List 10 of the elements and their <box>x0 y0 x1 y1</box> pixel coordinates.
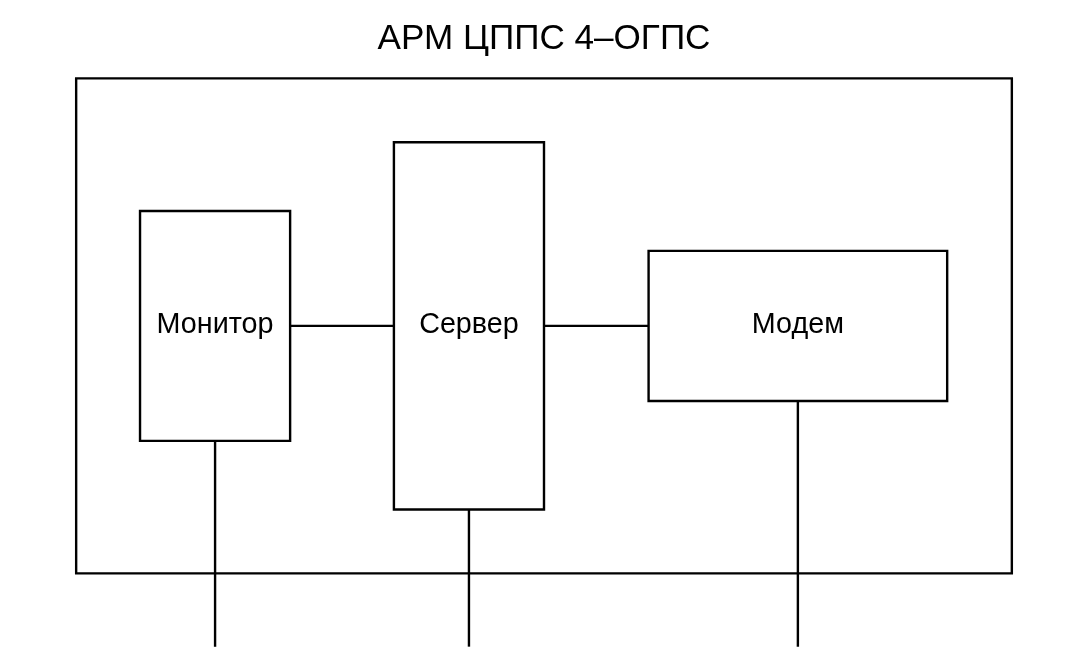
connector <box>213 441 217 647</box>
connector <box>290 324 394 328</box>
diagram-title: АРМ ЦППС 4–ОГПС <box>377 17 711 57</box>
node-box: Монитор <box>138 209 292 443</box>
node-box: Модем <box>647 249 949 403</box>
cluster <box>74 77 1014 575</box>
connector <box>796 401 800 647</box>
connector <box>544 324 649 328</box>
connector <box>467 509 471 647</box>
node-box: Сервер <box>392 141 546 511</box>
